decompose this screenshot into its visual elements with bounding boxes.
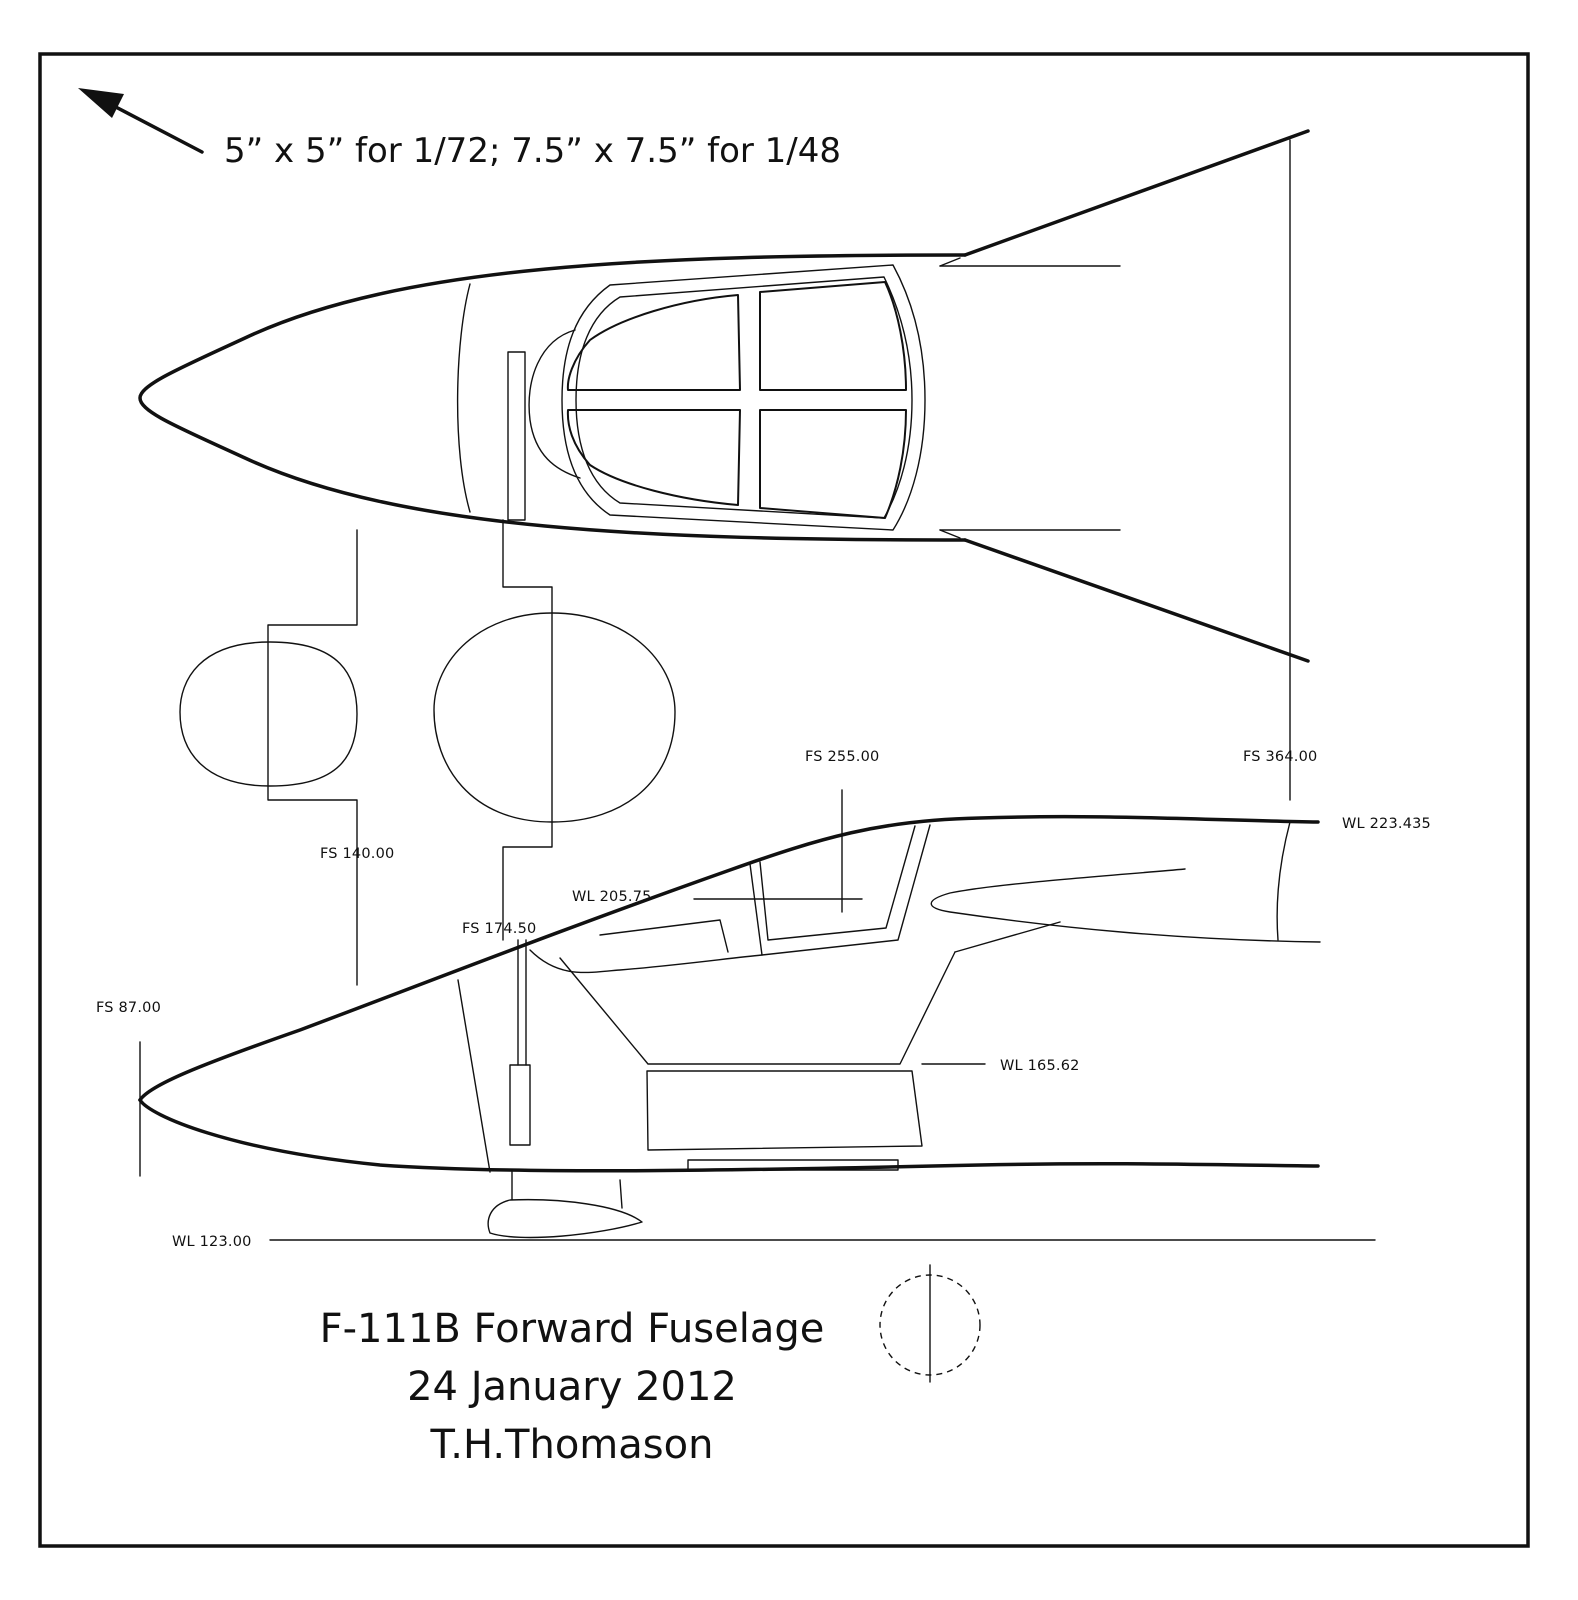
label-fs-174: FS 174.50 bbox=[462, 921, 536, 937]
canopy-pane-rear-left bbox=[759, 281, 907, 391]
profile-lower-outline bbox=[138, 1098, 1320, 1173]
profile-canopy bbox=[749, 824, 931, 956]
cross-section-fs140 bbox=[179, 529, 358, 986]
label-fs-255: FS 255.00 bbox=[805, 749, 879, 765]
scale-arrow-icon bbox=[78, 88, 204, 154]
canopy-pane-front-right bbox=[566, 409, 741, 506]
plan-boom bbox=[507, 351, 526, 521]
profile-view bbox=[138, 789, 1376, 1241]
label-wl-123: WL 123.00 bbox=[172, 1234, 252, 1250]
scale-note: 5” x 5” for 1/72; 7.5” x 7.5” for 1/48 bbox=[224, 131, 841, 171]
canopy-frame-outer bbox=[561, 264, 926, 531]
plan-fuselage-outline bbox=[138, 253, 967, 542]
label-wl-205: WL 205.75 bbox=[572, 889, 652, 905]
profile-upper-outline bbox=[138, 814, 1320, 1102]
label-fs-87: FS 87.00 bbox=[96, 1000, 161, 1016]
plan-chine-lower bbox=[963, 538, 1310, 663]
nose-gear-pod bbox=[487, 1169, 643, 1239]
title-line-2: 24 January 2012 bbox=[407, 1364, 737, 1410]
nose-gear-strut bbox=[509, 1064, 531, 1146]
equipment-bay bbox=[646, 1070, 923, 1151]
plan-view bbox=[138, 129, 1310, 801]
cross-section-fs174 bbox=[433, 519, 676, 941]
title-line-3: T.H.Thomason bbox=[430, 1422, 714, 1468]
canopy-pane-front-left bbox=[566, 294, 741, 391]
canopy-pane-rear-right bbox=[759, 409, 907, 519]
reference-circle bbox=[879, 1264, 981, 1383]
drawing-frame bbox=[38, 52, 1530, 1548]
label-wl-223: WL 223.435 bbox=[1342, 816, 1431, 832]
label-fs-140: FS 140.00 bbox=[320, 846, 394, 862]
label-wl-165: WL 165.62 bbox=[1000, 1058, 1080, 1074]
title-line-1: F-111B Forward Fuselage bbox=[320, 1306, 825, 1352]
plan-chine-upper bbox=[963, 129, 1310, 257]
label-fs-364: FS 364.00 bbox=[1243, 749, 1317, 765]
